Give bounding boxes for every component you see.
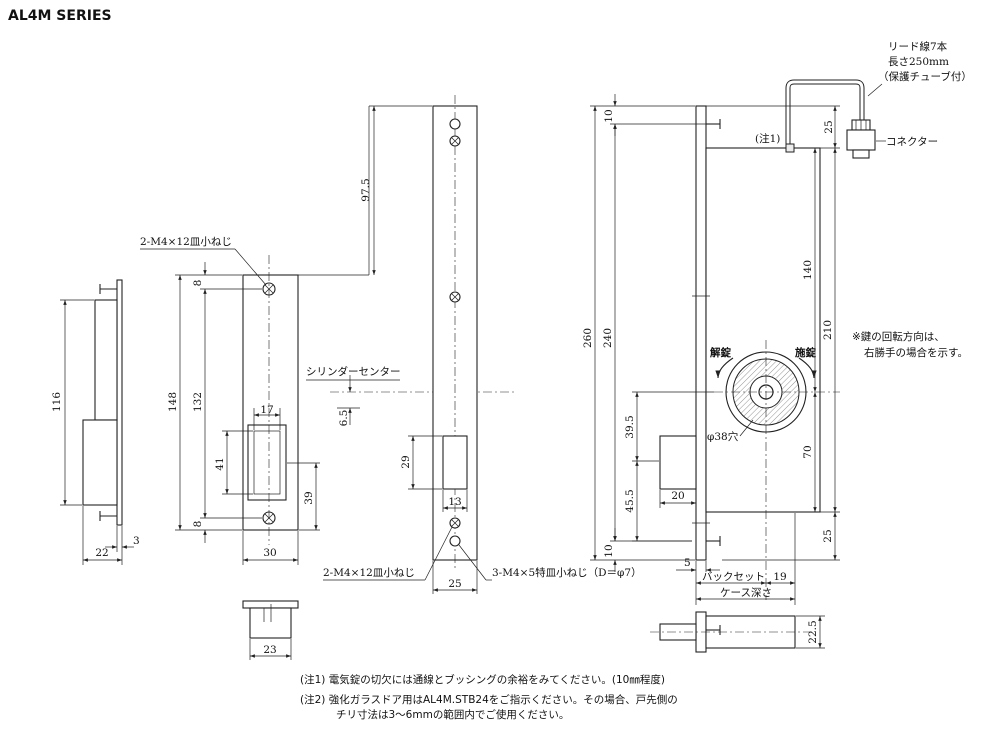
dim-10-bottom: 10 [603, 544, 615, 557]
note-2-line1: (注2) 強化ガラスドア用はAL4M.STB24をご指示ください。その場合、戸先… [300, 693, 678, 706]
cylinder-center-dims: 97.5 シリンダーセンター 6.5 [298, 105, 515, 427]
dim-210: 210 [822, 320, 834, 340]
dim-17: 17 [260, 404, 273, 416]
dim-19: 19 [773, 571, 786, 583]
dim-5: 5 [684, 557, 691, 569]
dim-25-plate: 25 [448, 578, 461, 590]
dim-10-top: 10 [603, 109, 615, 122]
dim-148: 148 [167, 392, 179, 412]
dim-3: 3 [133, 535, 140, 547]
label-note1-ref: (注1) [755, 132, 780, 145]
label-cylinder-center: シリンダーセンター [306, 365, 401, 378]
label-lead-wire-1: リード線7本 [888, 40, 948, 53]
key-note-line1: ※鍵の回転方向は、 [852, 330, 945, 343]
label-lead-wire-3: （保護チューブ付） [878, 70, 972, 83]
label-connector: コネクター [886, 136, 938, 148]
label-unlock: 解錠 [709, 346, 731, 359]
series-title: AL4M SERIES [8, 8, 112, 24]
strike-front-view: 2-M4×12皿小ねじ 148 132 8 8 17 41 39 [140, 236, 320, 660]
dim-23: 23 [263, 644, 276, 656]
note-2-line2: チリ寸法は3～6mmの範囲内でご使用ください。 [336, 708, 569, 721]
note-1: (注1) 電気錠の切欠には通線とブッシングの余裕をみてください。(10㎜程度) [300, 673, 665, 686]
dim-20: 20 [671, 490, 684, 502]
dim-39-5: 39.5 [624, 415, 636, 438]
dim-132: 132 [192, 392, 204, 412]
dim-70: 70 [802, 445, 814, 458]
dim-22-5: 22.5 [807, 620, 819, 643]
dim-97-5: 97.5 [360, 178, 372, 201]
dim-260: 260 [582, 328, 594, 348]
dim-25-top: 25 [823, 120, 835, 133]
label-special-screw: 3-M4×5特皿小ねじ（D＝φ7） [492, 567, 642, 579]
label-lock: 施錠 [795, 346, 816, 359]
label-hole: φ38穴 [707, 430, 739, 443]
dim-22: 22 [95, 547, 108, 559]
label-case-depth: ケース深さ [720, 587, 772, 599]
label-backset: バックセット [702, 571, 765, 583]
strike-side-view: 116 22 3 [51, 279, 140, 565]
dim-41: 41 [214, 457, 226, 470]
dim-240: 240 [602, 328, 614, 348]
dim-29: 29 [400, 455, 412, 468]
dim-30: 30 [263, 547, 276, 559]
dim-8-top: 8 [192, 280, 204, 287]
dim-8-bottom: 8 [192, 521, 204, 528]
dim-25-bottom: 25 [822, 529, 834, 542]
label-screw-top: 2-M4×12皿小ねじ [140, 236, 232, 248]
dim-6-5: 6.5 [338, 410, 350, 427]
key-note-line2: 右勝手の場合を示す。 [864, 346, 968, 359]
lock-front-view: 29 13 25 2-M4×12皿小ねじ 3-M4×5特皿小ねじ（D＝φ7） [323, 95, 642, 594]
dim-140: 140 [802, 260, 814, 280]
lock-body-view: 解錠 施錠 φ38穴 リード線7本 長さ250mm （保護チューブ付） コネクタ… [582, 40, 972, 653]
label-lead-wire-2: 長さ250mm [888, 56, 949, 68]
dim-116: 116 [51, 392, 63, 412]
dim-13: 13 [448, 496, 461, 508]
label-screw-bottom: 2-M4×12皿小ねじ [323, 567, 415, 579]
dim-39: 39 [303, 491, 315, 504]
dim-45-5: 45.5 [624, 489, 636, 512]
